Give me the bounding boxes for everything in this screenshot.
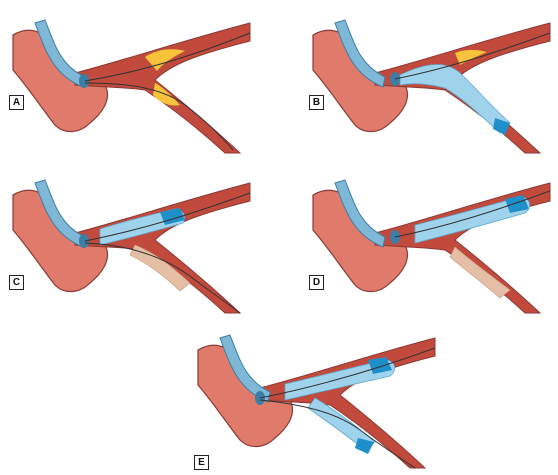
main-branch-stent-icon (12, 179, 251, 314)
panel-label: E (194, 455, 209, 470)
bifurcation-plaque-icon (12, 19, 251, 154)
panel-label: D (309, 275, 324, 290)
panel-label: B (309, 95, 324, 110)
panel-d: D (305, 165, 555, 315)
panel-e: E (190, 320, 440, 470)
panel-c: C (5, 165, 255, 315)
panel-label: A (9, 95, 24, 110)
side-branch-stent-icon (312, 19, 551, 154)
panel-b: B (305, 5, 555, 155)
kissing-balloon-icon (197, 334, 436, 469)
main-branch-balloon-icon (312, 179, 551, 314)
panel-label: C (9, 275, 24, 290)
panel-a: A (5, 5, 255, 155)
